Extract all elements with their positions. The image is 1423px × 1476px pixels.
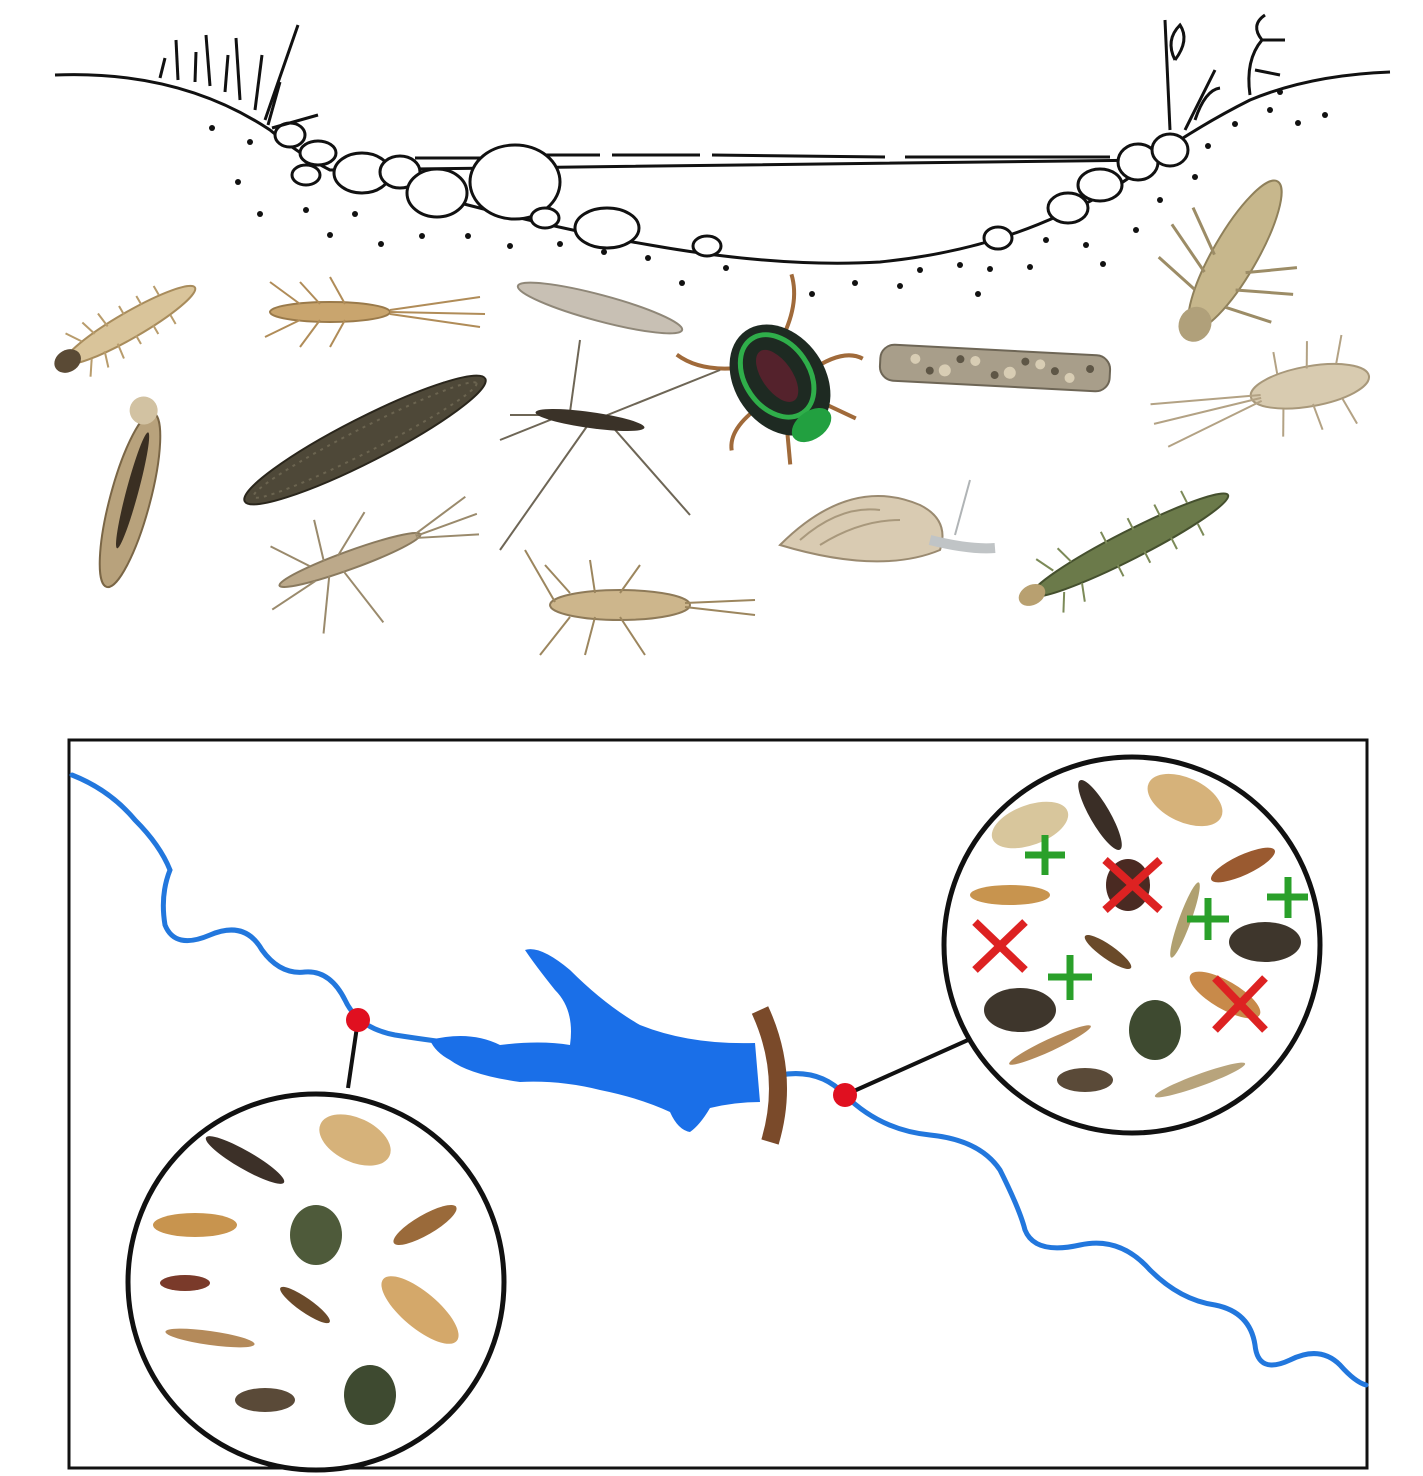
upstream-inset — [128, 1094, 504, 1470]
downstream-site-marker[interactable] — [833, 1083, 857, 1107]
stonefly-nymph-icon — [525, 550, 755, 655]
fly-larva-icon — [515, 273, 686, 342]
dragonfly-nymph-icon — [1125, 146, 1338, 374]
water-strider-icon — [500, 340, 720, 550]
bug-icon — [290, 1205, 342, 1265]
organisms — [43, 146, 1377, 656]
sediment-dots — [209, 89, 1328, 297]
stream-cross-section — [55, 15, 1390, 297]
bug-icon — [344, 1365, 396, 1425]
downstream-inset — [944, 757, 1320, 1133]
bug-icon — [1129, 1000, 1181, 1060]
river-map-panel — [69, 740, 1367, 1470]
larva-icon — [970, 885, 1050, 905]
snail-icon — [984, 988, 1056, 1032]
caddisfly-case-icon — [879, 344, 1111, 392]
blackfly-larva-icon — [84, 393, 177, 592]
leech-icon — [235, 359, 496, 521]
upstream-site-marker[interactable] — [346, 1008, 370, 1032]
alderfly-larva-icon — [1006, 468, 1242, 628]
mayfly-nymph-icon — [265, 277, 485, 347]
larva-icon — [153, 1213, 237, 1237]
snail-icon — [1229, 922, 1301, 962]
crayfish-shrimp-icon — [1144, 332, 1376, 459]
mayfly-icon — [235, 1388, 295, 1412]
rocks — [275, 123, 1188, 256]
mayfly-icon — [160, 1275, 210, 1291]
mayfly-icon — [1057, 1068, 1113, 1092]
pond-snail-icon — [780, 480, 995, 561]
hellgrammite-larva-icon — [43, 265, 208, 391]
